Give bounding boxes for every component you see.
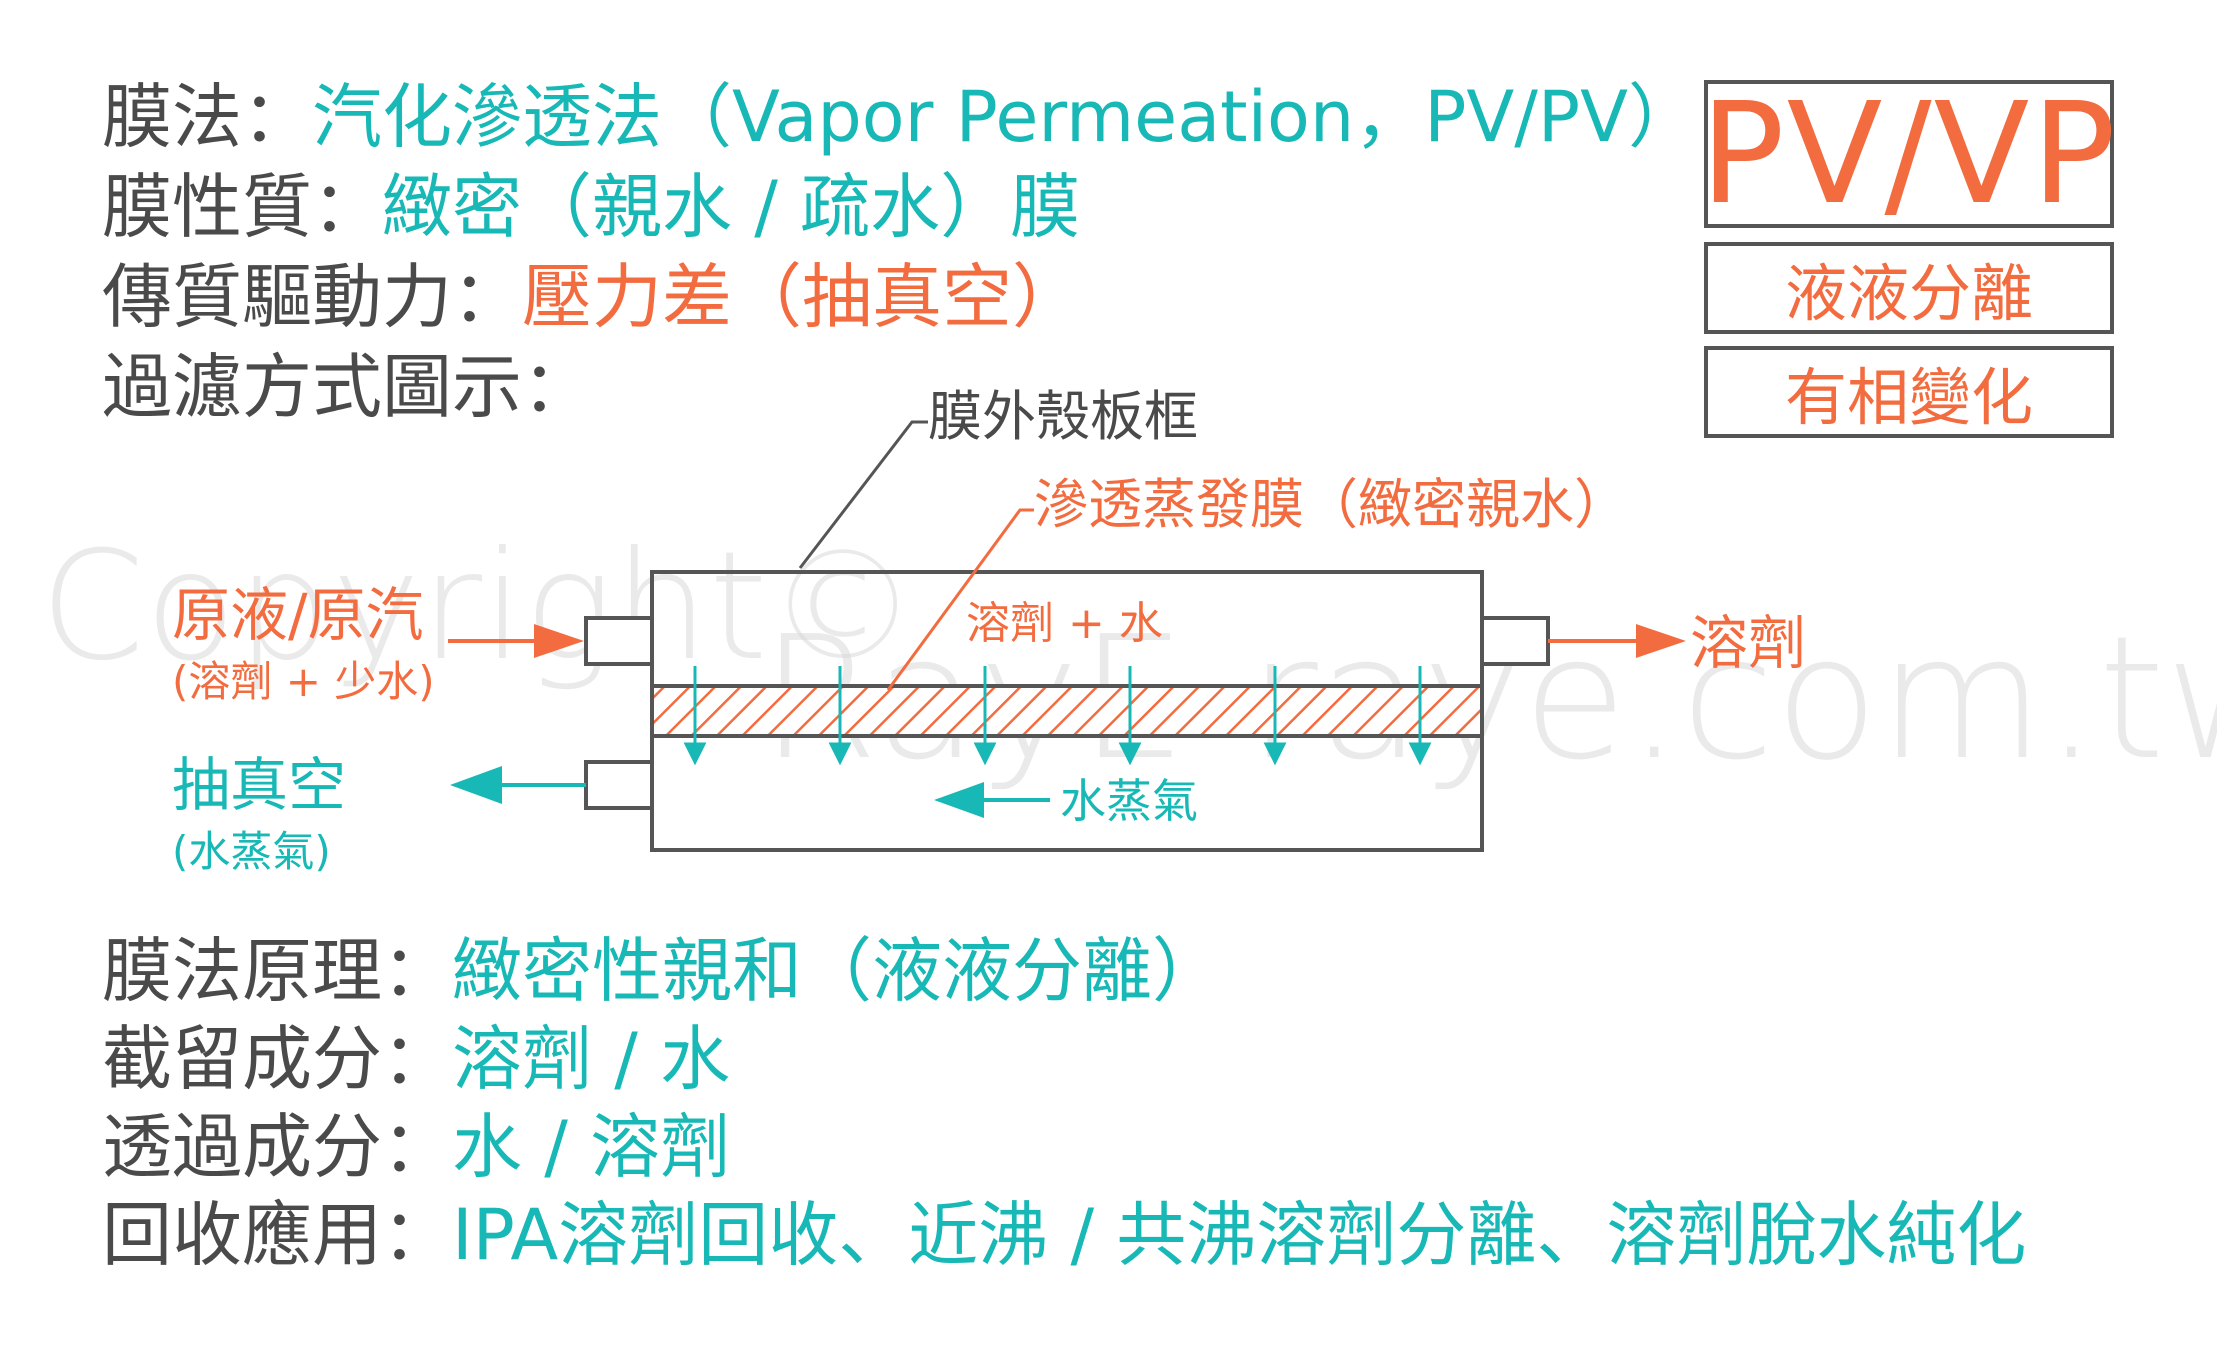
vacuum-sub-label: (水蒸氣) xyxy=(172,827,331,876)
pv-vp-badge: PV/VP xyxy=(1700,72,2118,236)
top-chamber-label: 溶劑 + 水 xyxy=(966,598,1163,649)
housing-leader-line xyxy=(798,420,928,569)
method-value: 汽化滲透法（Vapor Permeation，PV/PV） xyxy=(312,76,1698,158)
nature-label: 膜性質： xyxy=(102,166,382,248)
membrane xyxy=(650,684,1484,738)
driving-force-line: 傳質驅動力：壓力差（抽真空） xyxy=(102,252,1082,342)
feed-label: 原液/原汽 xyxy=(172,581,424,649)
diagram-title-line: 過濾方式圖示： xyxy=(102,342,592,432)
feed-port xyxy=(584,616,654,666)
method-line: 膜法：汽化滲透法（Vapor Permeation，PV/PV） xyxy=(102,72,1698,162)
principle-line: 膜法原理：緻密性親和（液液分離） xyxy=(102,926,1222,1016)
retentate-port xyxy=(1480,616,1550,666)
driving-force-value: 壓力差（抽真空） xyxy=(522,256,1082,338)
feed-sub-label: (溶劑 + 少水) xyxy=(172,657,435,706)
vacuum-port xyxy=(584,760,654,810)
housing-label: 膜外殼板框 xyxy=(928,385,1198,448)
retained-label: 截留成分： xyxy=(102,1018,452,1100)
liquid-separation-badge: 液液分離 xyxy=(1704,242,2114,334)
vacuum-arrow-head xyxy=(450,766,502,804)
vacuum-label: 抽真空 xyxy=(172,751,347,819)
retentate-arrow-head xyxy=(1636,624,1686,658)
vapor-label: 水蒸氣 xyxy=(1060,774,1198,828)
feed-arrow-head xyxy=(534,624,584,658)
nature-value: 緻密（親水 / 疏水）膜 xyxy=(382,166,1081,248)
diagram-title-label: 過濾方式圖示： xyxy=(102,346,592,428)
membrane-label: 滲透蒸發膜（緻密親水） xyxy=(1034,473,1628,536)
principle-label: 膜法原理： xyxy=(102,930,452,1012)
copyright-watermark: Copyright© xyxy=(40,520,918,694)
applications-label: 回收應用： xyxy=(102,1194,452,1276)
retained-line: 截留成分：溶劑 / 水 xyxy=(102,1014,730,1104)
driving-force-label: 傳質驅動力： xyxy=(102,256,522,338)
phase-change-badge: 有相變化 xyxy=(1704,346,2114,438)
permeate-value: 水 / 溶劑 xyxy=(452,1106,731,1188)
retained-value: 溶劑 / 水 xyxy=(452,1018,731,1100)
permeate-label: 透過成分： xyxy=(102,1106,452,1188)
applications-value: IPA溶劑回收、近沸 / 共沸溶劑分離、溶劑脫水純化 xyxy=(452,1194,2027,1276)
membrane-leader-line xyxy=(886,508,1034,691)
method-label: 膜法： xyxy=(102,76,312,158)
retentate-label: 溶劑 xyxy=(1690,609,1807,677)
vapor-arrow-head xyxy=(934,782,984,818)
permeation-arrows xyxy=(683,666,1432,766)
applications-line: 回收應用：IPA溶劑回收、近沸 / 共沸溶劑分離、溶劑脫水純化 xyxy=(102,1190,2026,1280)
principle-value: 緻密性親和（液液分離） xyxy=(452,930,1222,1012)
permeate-line: 透過成分：水 / 溶劑 xyxy=(102,1102,730,1192)
nature-line: 膜性質：緻密（親水 / 疏水）膜 xyxy=(102,162,1080,252)
